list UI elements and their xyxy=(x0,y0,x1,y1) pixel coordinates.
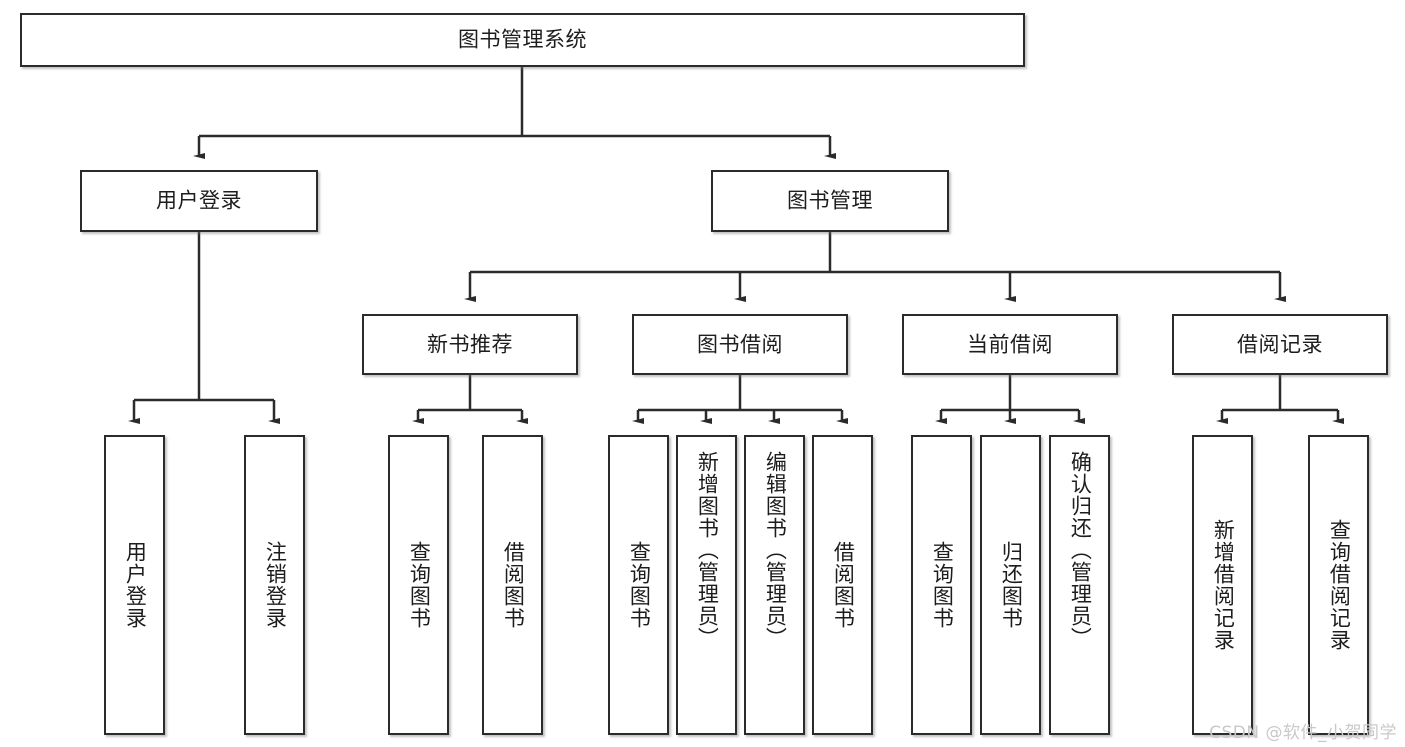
leaf-edit-book-admin[interactable]: 编辑图书（管理员） xyxy=(744,435,805,735)
node-user-login[interactable]: 用户登录 xyxy=(80,170,318,232)
leaf-confirm-return-admin[interactable]: 确认归还（管理员） xyxy=(1049,435,1110,735)
leaf-query-books-borrow[interactable]: 查询图书 xyxy=(608,435,669,735)
leaf-add-borrow-record[interactable]: 新增借阅记录 xyxy=(1192,435,1253,735)
node-label: 新书推荐 xyxy=(427,331,513,356)
node-borrowing-records[interactable]: 借阅记录 xyxy=(1172,314,1388,375)
node-label: 用户登录 xyxy=(156,188,242,213)
node-label: 图书管理系统 xyxy=(458,27,587,52)
node-label: 图书借阅 xyxy=(697,331,783,356)
node-label: 注销登录 xyxy=(263,541,288,629)
node-book-borrowing[interactable]: 图书借阅 xyxy=(632,314,848,375)
node-current-borrowing[interactable]: 当前借阅 xyxy=(902,314,1118,375)
node-label: 借阅图书 xyxy=(501,541,526,629)
node-label: 归还图书 xyxy=(999,541,1024,629)
node-label: 查询图书 xyxy=(627,541,652,629)
node-label: 用户登录 xyxy=(123,541,148,629)
node-label: 查询图书 xyxy=(407,541,432,629)
node-label: 图书管理 xyxy=(787,188,873,213)
node-label: 当前借阅 xyxy=(967,331,1053,356)
node-label: 编辑图书（管理员） xyxy=(763,451,788,649)
leaf-return-books[interactable]: 归还图书 xyxy=(980,435,1041,735)
leaf-query-books-current[interactable]: 查询图书 xyxy=(911,435,972,735)
leaf-borrow-books[interactable]: 借阅图书 xyxy=(812,435,873,735)
node-book-management[interactable]: 图书管理 xyxy=(711,170,949,232)
node-new-book-recommendation[interactable]: 新书推荐 xyxy=(362,314,578,375)
node-label: 查询借阅记录 xyxy=(1327,519,1352,651)
leaf-borrow-books-new[interactable]: 借阅图书 xyxy=(482,435,543,735)
node-root-book-management-system[interactable]: 图书管理系统 xyxy=(20,13,1025,67)
node-label: 借阅图书 xyxy=(831,541,856,629)
leaf-add-book-admin[interactable]: 新增图书（管理员） xyxy=(676,435,737,735)
node-label: 查询图书 xyxy=(930,541,955,629)
leaf-user-login[interactable]: 用户登录 xyxy=(104,435,165,735)
leaf-logout[interactable]: 注销登录 xyxy=(244,435,305,735)
node-label: 确认归还（管理员） xyxy=(1068,451,1093,649)
node-label: 新增图书（管理员） xyxy=(695,451,720,649)
leaf-query-borrow-record[interactable]: 查询借阅记录 xyxy=(1308,435,1369,735)
leaf-query-books-new[interactable]: 查询图书 xyxy=(388,435,449,735)
node-label: 新增借阅记录 xyxy=(1211,519,1236,651)
watermark-text: CSDN @软件_小贺同学 xyxy=(1209,723,1397,743)
node-label: 借阅记录 xyxy=(1237,331,1323,356)
